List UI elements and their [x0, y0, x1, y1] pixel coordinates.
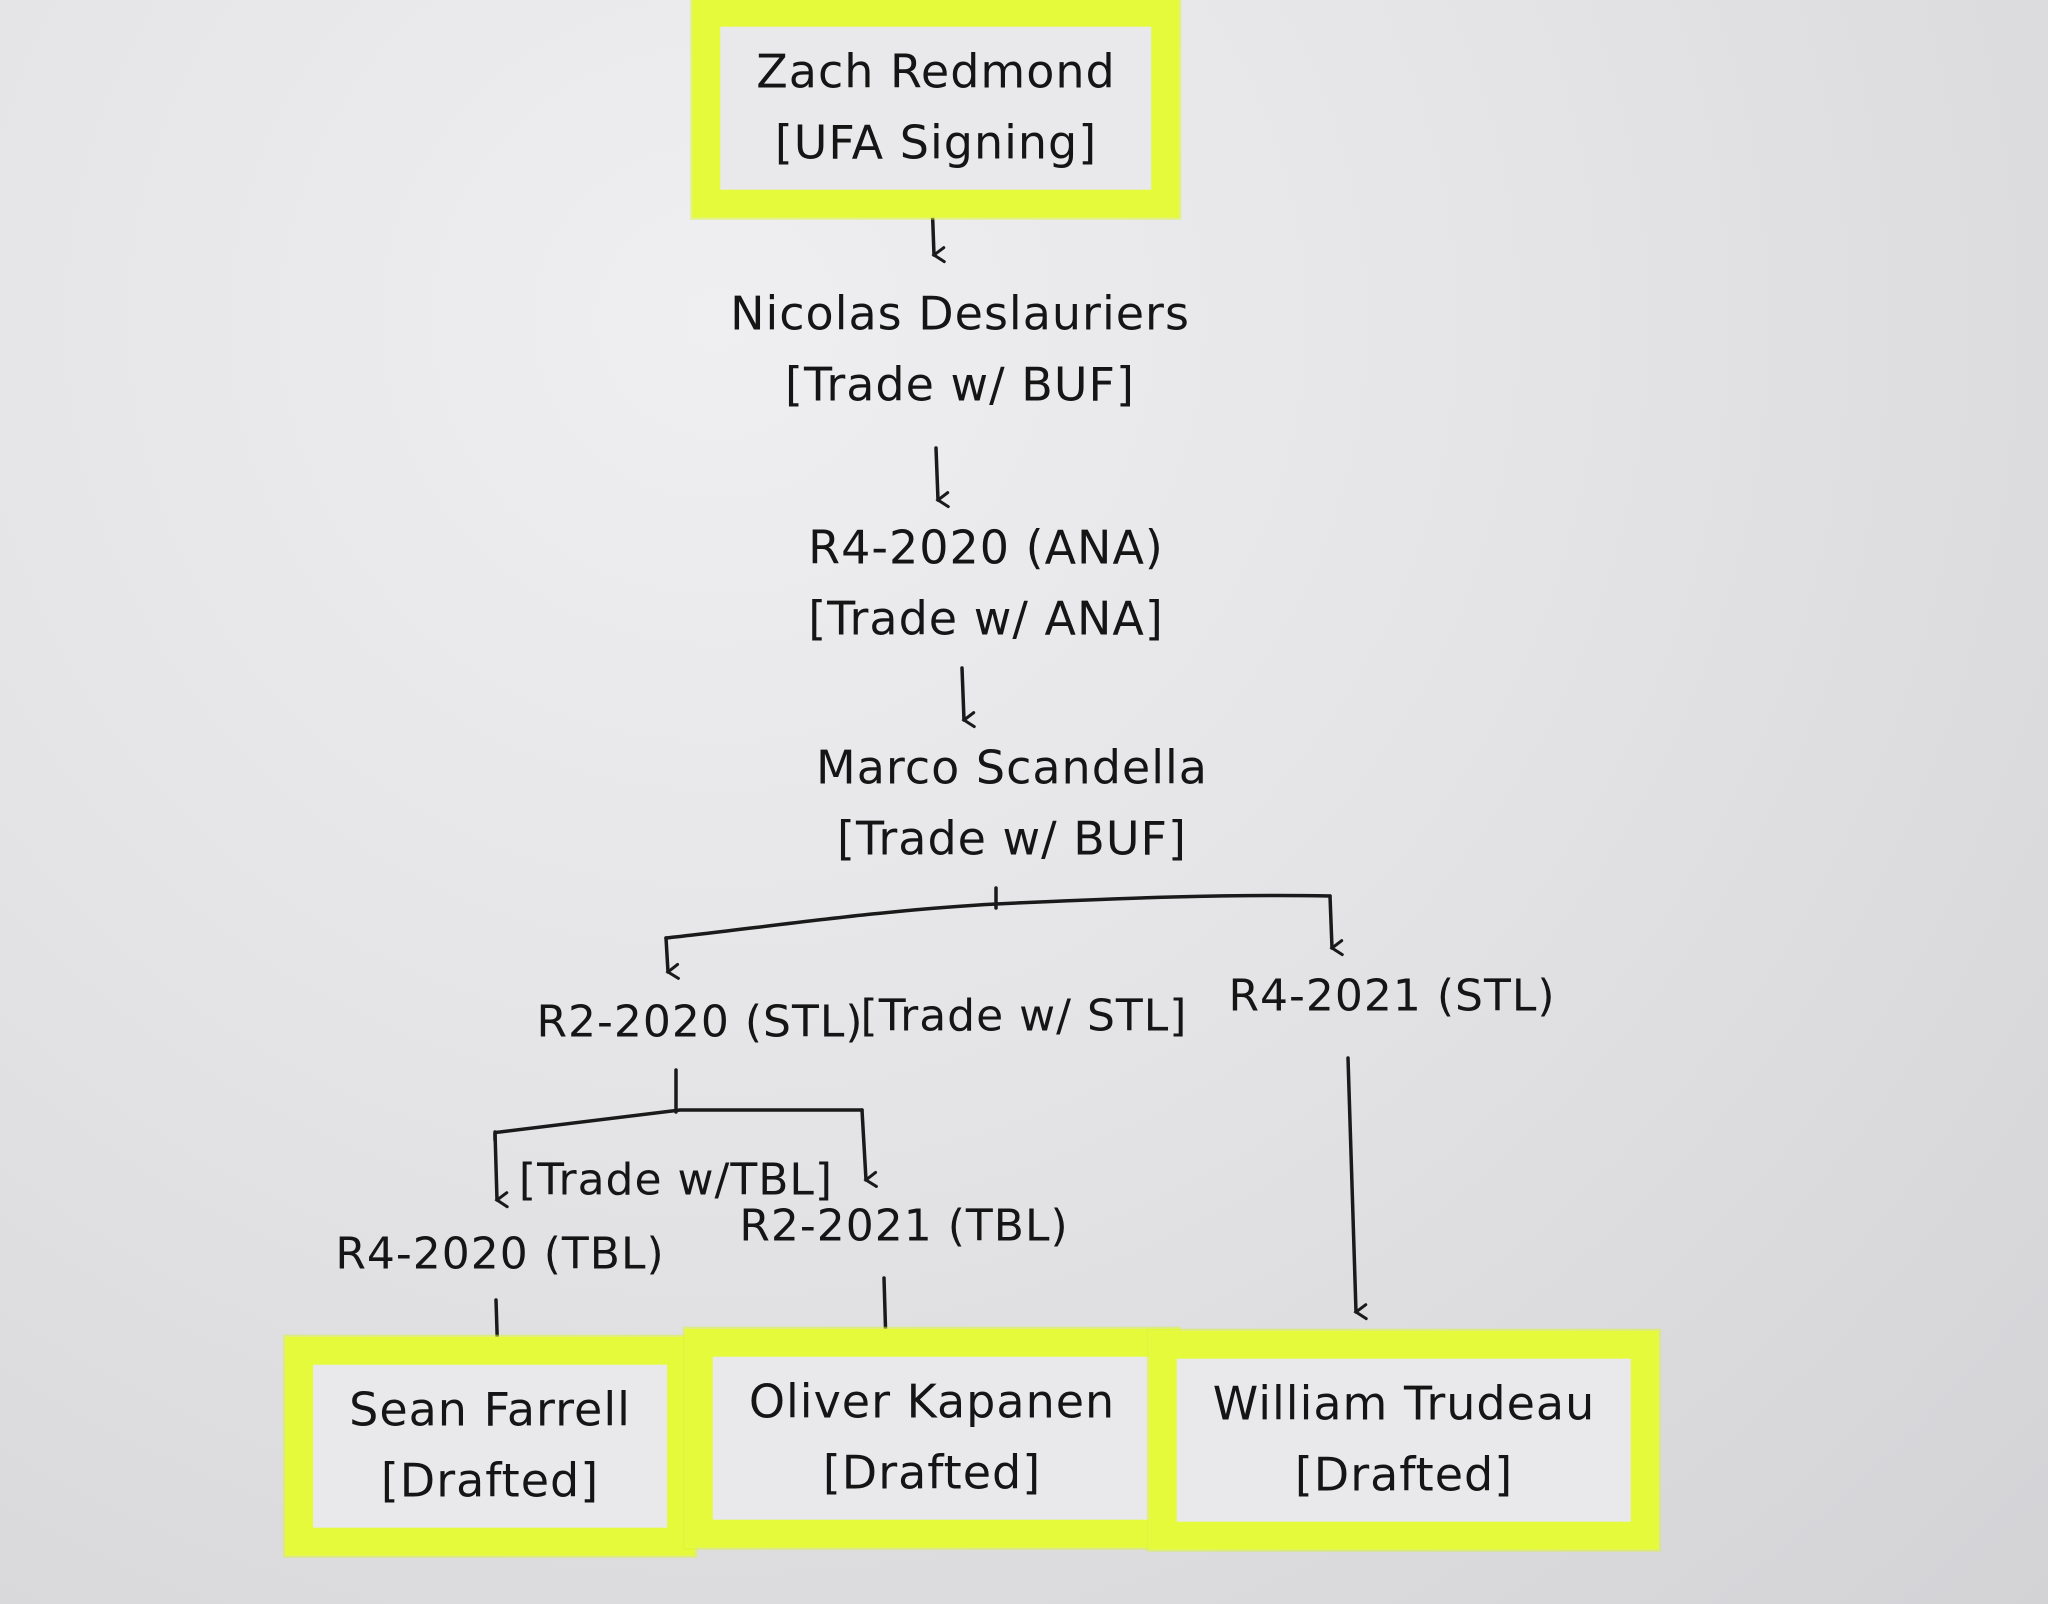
node-marco-scandella: Marco Scandella [Trade w/ BUF] — [816, 733, 1208, 876]
arrow-nicolas-to-r4-ana — [934, 446, 950, 509]
node-zach-redmond-name: Zach Redmond — [756, 44, 1116, 99]
node-r4-2020-ana-tag: [Trade w/ ANA] — [808, 592, 1164, 646]
r2-stl-split-bar — [493, 1108, 864, 1142]
arrow-to-r2-stl — [664, 936, 680, 980]
node-william-trudeau: William Trudeau [Drafted] — [1148, 1330, 1660, 1550]
arrow-r4-2021-to-william — [1346, 1056, 1368, 1321]
node-zach-redmond-tag: [UFA Signing] — [774, 116, 1098, 170]
node-william-trudeau-tag: [Drafted] — [1294, 1448, 1514, 1502]
node-r2-2020-stl: R2-2020 (STL) — [536, 996, 864, 1048]
arrow-to-r4-2021-stl — [1328, 894, 1344, 957]
marco-split-bar — [664, 893, 1332, 940]
node-r4-2020-ana-name: R4-2020 (ANA) — [808, 520, 1164, 575]
node-oliver-kapanen: Oliver Kapanen [Drafted] — [684, 1328, 1180, 1548]
node-oliver-kapanen-name: Oliver Kapanen — [748, 1374, 1116, 1429]
node-nicolas-deslauriers: Nicolas Deslauriers [Trade w/ BUF] — [730, 279, 1190, 422]
edge-label-trade-tbl: [Trade w/TBL] — [518, 1154, 834, 1206]
node-r4-2021-stl: R4-2021 (STL) — [1228, 970, 1556, 1022]
arrow-to-r2-tbl — [860, 1108, 878, 1188]
node-nicolas-deslauriers-tag: [Trade w/ BUF] — [785, 358, 1135, 412]
node-sean-farrell: Sean Farrell [Drafted] — [285, 1336, 695, 1556]
node-oliver-kapanen-tag: [Drafted] — [822, 1446, 1042, 1500]
node-marco-scandella-tag: [Trade w/ BUF] — [837, 812, 1187, 866]
arrow-r4-ana-to-marco — [960, 666, 976, 729]
node-nicolas-deslauriers-name: Nicolas Deslauriers — [730, 286, 1190, 341]
arrow-to-r4-tbl — [493, 1130, 509, 1209]
edge-label-trade-stl: [Trade w/ STL] — [860, 990, 1188, 1042]
node-r4-2020-ana: R4-2020 (ANA) [Trade w/ ANA] — [808, 513, 1164, 656]
node-r2-2021-tbl: R2-2021 (TBL) — [739, 1200, 1069, 1252]
node-r4-2020-tbl: R4-2020 (TBL) — [335, 1228, 665, 1280]
node-sean-farrell-name: Sean Farrell — [349, 1382, 631, 1437]
node-marco-scandella-name: Marco Scandella — [816, 740, 1208, 795]
node-william-trudeau-name: William Trudeau — [1212, 1376, 1596, 1431]
node-sean-farrell-tag: [Drafted] — [380, 1454, 600, 1508]
node-zach-redmond: Zach Redmond [UFA Signing] — [692, 0, 1180, 218]
